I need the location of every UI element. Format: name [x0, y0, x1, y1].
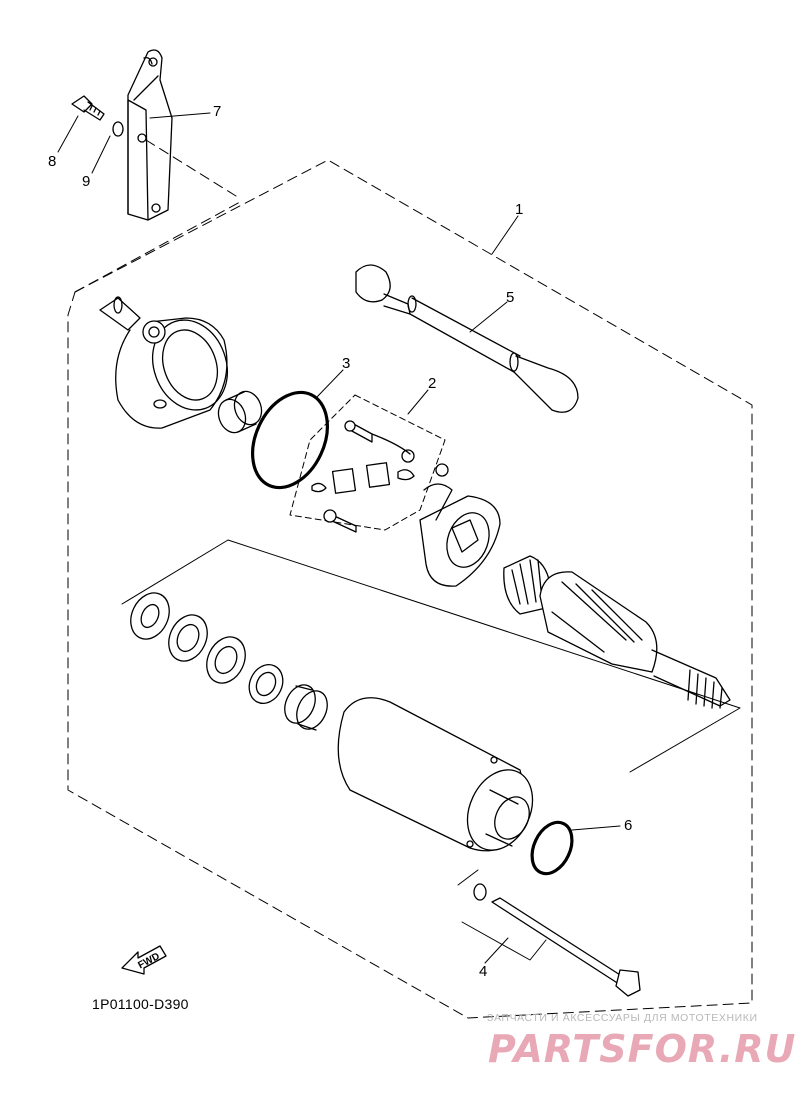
- callout-7: 7: [213, 103, 221, 120]
- brush-assembly-boundary: [289, 394, 446, 531]
- assembly-boundary: [67, 159, 753, 1019]
- washer-part-9: [112, 121, 124, 137]
- callout-3: 3: [342, 355, 350, 372]
- drawing-code: 1P01100-D390: [92, 996, 189, 1012]
- shim-group-boundary: [121, 539, 741, 773]
- callout-8: 8: [48, 153, 56, 170]
- callout-9: 9: [82, 173, 90, 190]
- bracket-part-7: [127, 49, 173, 221]
- leader-lines: [57, 112, 621, 964]
- through-bolt-part-4: [473, 883, 641, 997]
- callout-4: 4: [479, 963, 487, 980]
- front-cover: [99, 296, 228, 429]
- armature: [503, 555, 731, 709]
- shims: [130, 592, 328, 731]
- bushing: [217, 390, 263, 434]
- callout-5: 5: [506, 289, 514, 306]
- seal-rod-part-5: [355, 264, 579, 413]
- fwd-label: FWD: [136, 951, 161, 971]
- o-ring-part-3: [251, 390, 329, 490]
- callout-6: 6: [624, 817, 632, 834]
- callout-1: 1: [515, 201, 523, 218]
- bolt-group-boundary: [457, 869, 547, 961]
- callout-2: 2: [428, 375, 436, 392]
- fwd-arrow-icon: [121, 945, 167, 975]
- watermark-caption: ЗАПЧАСТИ И АКСЕССУАРЫ ДЛЯ МОТОТЕХНИКИ: [487, 1012, 758, 1024]
- brush-plate: [419, 483, 501, 587]
- bolt-part-8: [71, 95, 105, 121]
- o-ring-part-6: [530, 820, 574, 876]
- watermark-logo: PARTSFOR.RU: [488, 1027, 797, 1071]
- motor-yoke: [337, 697, 534, 852]
- brush-holder-part-2: [311, 420, 449, 533]
